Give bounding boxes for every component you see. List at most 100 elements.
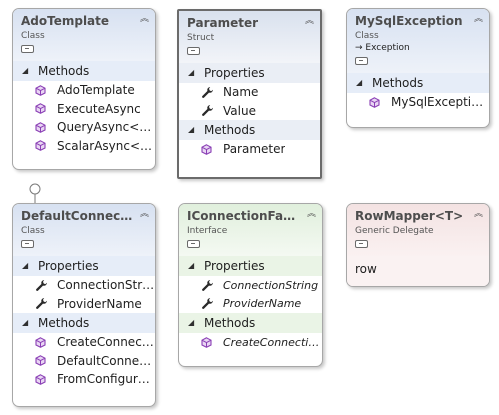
section-label: Methods — [204, 316, 256, 330]
member-name: ConnectionString — [57, 278, 155, 293]
section-methods[interactable]: ◢ Methods — [179, 313, 322, 333]
member-list: Parameter — [179, 140, 320, 159]
section-methods[interactable]: ◢ Methods — [347, 73, 489, 93]
method-cube-icon — [35, 103, 57, 115]
member-row[interactable]: ProviderName — [179, 295, 322, 314]
wrench-icon — [201, 279, 223, 292]
member-name: MySqlExceptio... — [391, 95, 489, 110]
member-name: ScalarAsync<T> — [57, 138, 155, 153]
wrench-icon — [35, 297, 57, 310]
section-properties[interactable]: ◢ Properties — [179, 256, 322, 276]
shape-stereotype: Struct — [187, 33, 215, 43]
section-methods[interactable]: ◢ Methods — [13, 61, 155, 81]
delegate-parameters: row — [347, 256, 489, 286]
section-methods[interactable]: ◢ Methods — [13, 313, 155, 333]
interface-shape-iconnection-factory[interactable]: IConnectionFact... Interface ︽ ◢ Propert… — [178, 203, 323, 367]
section-toggle-icon[interactable]: ◢ — [188, 125, 195, 134]
member-row[interactable]: Value — [179, 102, 320, 121]
member-name: QueryAsync<T> — [57, 120, 155, 135]
member-name: CreateConnecti... — [57, 335, 155, 350]
method-cube-icon — [35, 84, 57, 96]
section-toggle-icon[interactable]: ◢ — [188, 68, 195, 77]
expand-members-icon[interactable] — [21, 240, 34, 248]
shape-header[interactable]: IConnectionFact... Interface ︽ — [179, 204, 322, 256]
shape-title: RowMapper<T> — [355, 209, 464, 223]
delegate-parameter[interactable]: row — [355, 262, 377, 276]
member-row[interactable]: MySqlExceptio... — [347, 93, 489, 112]
member-row[interactable]: ScalarAsync<T> — [13, 137, 155, 156]
collapse-chevron-icon[interactable]: ︽ — [306, 209, 316, 219]
inherits-arrow-icon: → — [355, 43, 363, 53]
member-row[interactable]: ConnectionString — [179, 276, 322, 295]
class-shape-ado-template[interactable]: AdoTemplate Class ︽ ◢ Methods AdoTemplat… — [12, 8, 156, 170]
member-list: CreateConnecti... DefaultConnect... From… — [13, 333, 155, 389]
shape-title: IConnectionFact... — [187, 209, 299, 223]
member-name: DefaultConnect... — [57, 353, 155, 368]
method-cube-icon — [201, 143, 223, 155]
wrench-icon — [201, 86, 223, 99]
shape-title: MySqlException — [355, 14, 463, 28]
base-type: → Exception — [355, 42, 489, 54]
shape-header[interactable]: AdoTemplate Class ︽ — [13, 9, 155, 61]
member-row[interactable]: QueryAsync<T> — [13, 118, 155, 137]
member-row[interactable]: CreateConnection — [179, 333, 322, 352]
expand-members-icon[interactable] — [355, 57, 368, 65]
collapse-chevron-icon[interactable]: ︽ — [473, 209, 483, 219]
shape-header[interactable]: DefaultConnecti... Class ︽ — [13, 204, 155, 256]
section-toggle-icon[interactable]: ◢ — [188, 318, 195, 327]
section-properties[interactable]: ◢ Properties — [13, 256, 155, 276]
shape-header[interactable]: MySqlException Class → Exception ︽ — [347, 9, 489, 73]
class-shape-mysql-exception[interactable]: MySqlException Class → Exception ︽ ◢ Met… — [346, 8, 490, 128]
section-label: Properties — [204, 259, 265, 273]
section-toggle-icon[interactable]: ◢ — [188, 261, 195, 270]
section-label: Properties — [38, 259, 99, 273]
shape-stereotype: Generic Delegate — [355, 226, 434, 236]
member-row[interactable]: DefaultConnect... — [13, 352, 155, 371]
member-row[interactable]: ProviderName — [13, 295, 155, 314]
member-row[interactable]: ConnectionString — [13, 276, 155, 295]
method-cube-icon — [369, 96, 391, 108]
expand-members-icon[interactable] — [187, 47, 200, 55]
collapse-chevron-icon[interactable]: ︽ — [139, 209, 149, 219]
member-row[interactable]: Name — [179, 83, 320, 102]
expand-members-icon[interactable] — [187, 240, 200, 248]
member-name: ProviderName — [57, 296, 142, 311]
shape-header[interactable]: RowMapper<T> Generic Delegate ︽ — [347, 204, 489, 256]
method-cube-icon — [35, 336, 57, 348]
expand-members-icon[interactable] — [355, 240, 368, 248]
section-properties[interactable]: ◢ Properties — [179, 63, 320, 83]
method-cube-icon — [201, 336, 223, 348]
shape-title: AdoTemplate — [21, 14, 110, 28]
method-cube-icon — [35, 373, 57, 385]
member-row[interactable]: AdoTemplate — [13, 81, 155, 100]
section-label: Methods — [372, 76, 424, 90]
method-cube-icon — [35, 355, 57, 367]
member-row[interactable]: ExecuteAsync — [13, 100, 155, 119]
member-row[interactable]: FromConfigura... — [13, 370, 155, 389]
collapse-chevron-icon[interactable]: ︽ — [473, 14, 483, 24]
section-toggle-icon[interactable]: ◢ — [22, 318, 29, 327]
member-list: Name Value — [179, 83, 320, 120]
delegate-shape-row-mapper[interactable]: RowMapper<T> Generic Delegate ︽ row — [346, 203, 490, 287]
shape-stereotype: Class — [355, 31, 379, 41]
class-shape-default-connection-factory[interactable]: DefaultConnecti... Class ︽ ◢ Properties … — [12, 203, 156, 407]
section-toggle-icon[interactable]: ◢ — [356, 78, 363, 87]
struct-shape-parameter[interactable]: Parameter Struct ︽ ◢ Properties Name Val… — [177, 9, 322, 179]
method-cube-icon — [35, 140, 57, 152]
section-toggle-icon[interactable]: ◢ — [22, 66, 29, 75]
member-row[interactable]: Parameter — [179, 140, 320, 159]
collapse-chevron-icon[interactable]: ︽ — [304, 16, 314, 26]
section-label: Methods — [204, 123, 256, 137]
member-name: Value — [223, 103, 256, 118]
section-methods[interactable]: ◢ Methods — [179, 120, 320, 140]
collapse-chevron-icon[interactable]: ︽ — [139, 14, 149, 24]
member-list: CreateConnection — [179, 333, 322, 352]
member-row[interactable]: CreateConnecti... — [13, 333, 155, 352]
expand-members-icon[interactable] — [21, 45, 34, 53]
implements-lollipop — [29, 183, 41, 205]
wrench-icon — [35, 279, 57, 292]
shape-header[interactable]: Parameter Struct ︽ — [179, 11, 320, 63]
base-type-name: Exception — [365, 43, 410, 53]
section-toggle-icon[interactable]: ◢ — [22, 261, 29, 270]
member-name: FromConfigura... — [57, 372, 155, 387]
